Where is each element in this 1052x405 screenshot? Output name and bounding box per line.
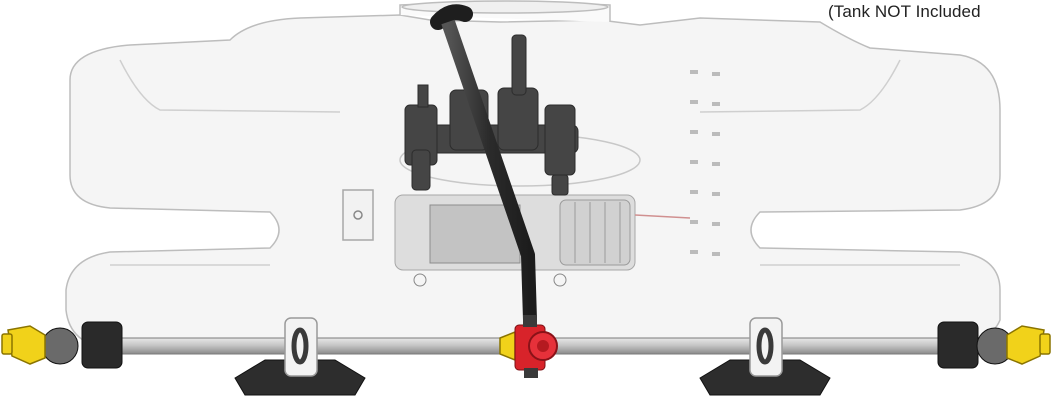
bracket-clamp-icon: [284, 317, 783, 377]
hose-icon: [430, 4, 537, 321]
level-marks: [690, 70, 720, 256]
red-valve-icon: [514, 315, 558, 378]
nozzle-icon: [1, 325, 1051, 365]
manifold-icon: [404, 34, 579, 196]
tank-outline-icon: [65, 0, 1001, 349]
clamp-ring-icon: [291, 327, 774, 365]
end-fitting-icon: [41, 321, 1014, 369]
disclaimer-caption: (Tank NOT Included: [828, 2, 981, 21]
mount-bracket-icon: [234, 359, 831, 396]
